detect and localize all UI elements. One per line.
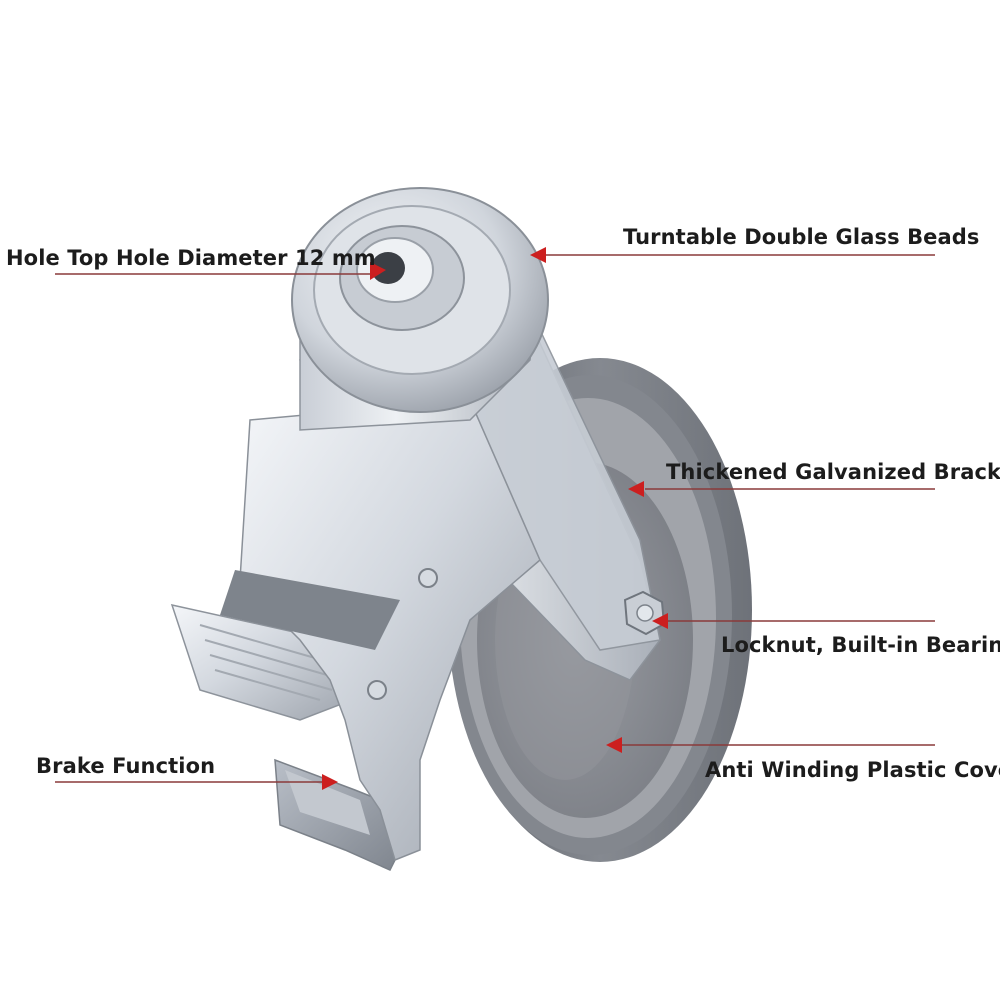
- label-plastic-cover: Anti Winding Plastic Cover: [705, 758, 1000, 782]
- brake-lever-face: [285, 770, 370, 835]
- arrow-glass-beads: [530, 247, 546, 263]
- arrow-hole-top: [370, 262, 386, 280]
- bracket-front-face: [239, 399, 541, 862]
- arrow-brake: [322, 774, 338, 790]
- label-locknut: Locknut, Built-in Bearing: [721, 633, 1000, 657]
- locknut: [623, 590, 666, 636]
- brake-pedal-ribs: [199, 624, 333, 701]
- arrow-bracket: [628, 481, 644, 497]
- top-plate: [291, 187, 549, 431]
- arrow-plastic-cover: [606, 737, 622, 753]
- label-bracket: Thickened Galvanized Bracket: [666, 460, 1000, 484]
- rivet-upper: [418, 568, 438, 588]
- label-brake: Brake Function: [36, 754, 216, 778]
- bolt-hole: [371, 252, 405, 284]
- rivet-lower: [367, 680, 387, 700]
- brake-assembly: [170, 603, 401, 871]
- bracket-inner-cutout: [220, 570, 400, 650]
- arrow-locknut: [652, 613, 668, 629]
- callouts: [55, 247, 935, 790]
- label-hole-top: Hole Top Hole Diameter 12 mm: [6, 246, 376, 270]
- label-glass-beads: Turntable Double Glass Beads: [623, 225, 980, 249]
